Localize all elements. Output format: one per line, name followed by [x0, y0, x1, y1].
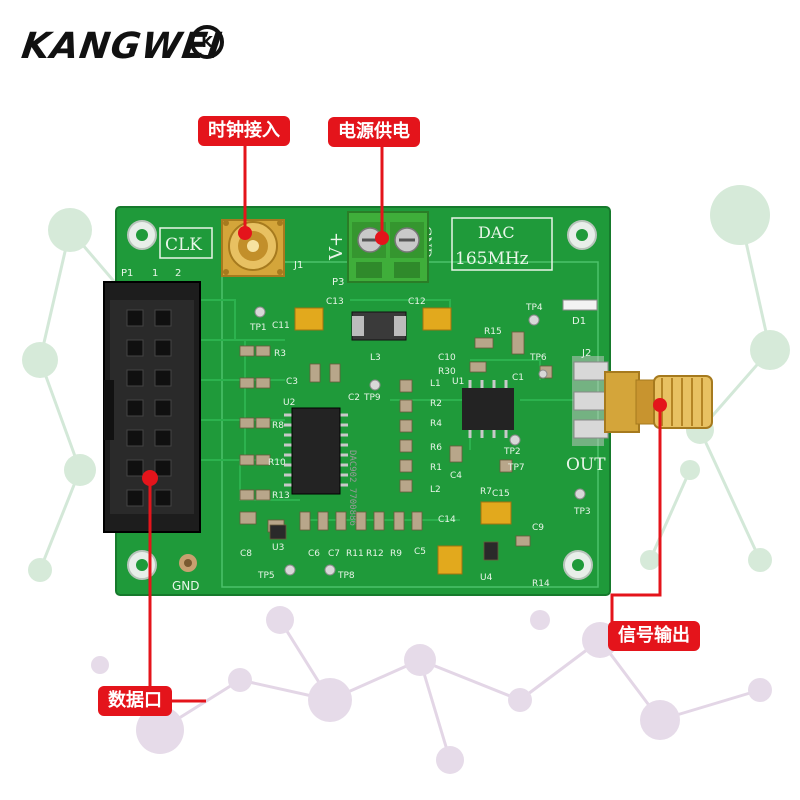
- c5-label: C5: [414, 547, 426, 557]
- tp2-label: TP2: [503, 447, 521, 457]
- callout-power-supply: 电源供电: [328, 117, 420, 147]
- r8-label: R8: [272, 421, 284, 431]
- tp3-label: TP3: [573, 507, 591, 517]
- led-d1: [562, 299, 598, 311]
- r2-label: R2: [430, 399, 442, 409]
- power-terminal-block: [347, 211, 429, 283]
- c9-label: C9: [532, 523, 544, 533]
- main-dac-chip: [284, 407, 348, 495]
- r7-label: R7: [480, 487, 492, 497]
- r11-label: R11: [346, 549, 364, 559]
- tantalum-capacitors: [294, 307, 512, 575]
- c12-label: C12: [408, 297, 426, 307]
- r12-label: R12: [366, 549, 384, 559]
- vplus-label: V+: [326, 232, 347, 261]
- p1-pin2-label: 2: [175, 268, 181, 279]
- callout-clock-input: 时钟接入: [198, 116, 290, 146]
- l2-label: L2: [430, 485, 441, 495]
- c3-label: C3: [286, 377, 298, 387]
- p3-label: P3: [332, 277, 344, 288]
- brand-badge-icon: K: [190, 25, 224, 59]
- c13-label: C13: [326, 297, 344, 307]
- test-points: [254, 306, 586, 576]
- callout-data-port: 数据口: [98, 686, 172, 716]
- tp6-label: TP6: [529, 353, 547, 363]
- r1-label: R1: [430, 463, 442, 473]
- tp4-label: TP4: [525, 303, 543, 313]
- data-port-header: [103, 281, 201, 533]
- tp8-label: TP8: [337, 571, 355, 581]
- l3-label: L3: [370, 353, 381, 363]
- output-sma-connector: [572, 356, 713, 446]
- main-chip-marking: DAC902 7700886: [347, 450, 357, 526]
- p1-label: P1: [121, 268, 133, 279]
- tp7-label: TP7: [507, 463, 525, 473]
- c11-label: C11: [272, 321, 290, 331]
- r4-label: R4: [430, 419, 442, 429]
- callout-dots: [142, 226, 667, 486]
- r9-label: R9: [390, 549, 402, 559]
- r3-label: R3: [274, 349, 286, 359]
- c15-label: C15: [492, 489, 510, 499]
- background-network-nodes: [22, 185, 790, 582]
- c14-label: C14: [438, 515, 456, 525]
- r10-label: R10: [268, 458, 286, 468]
- l1-label: L1: [430, 379, 441, 389]
- j1-label: J1: [293, 260, 303, 271]
- d1-label: D1: [572, 316, 586, 327]
- u1-label: U1: [452, 377, 464, 387]
- c8-label: C8: [240, 549, 252, 559]
- c2-label: C2: [348, 393, 360, 403]
- r6-label: R6: [430, 443, 442, 453]
- clk-label: CLK: [165, 235, 202, 255]
- p1-pin1-label: 1: [152, 268, 158, 279]
- u3-label: U3: [272, 543, 284, 553]
- c7-label: C7: [328, 549, 340, 559]
- u2-label: U2: [283, 398, 295, 408]
- c10-label: C10: [438, 353, 456, 363]
- freq-label: 165MHz: [455, 249, 529, 269]
- opamp-u1: [462, 380, 514, 438]
- callout-signal-output: 信号输出: [608, 621, 700, 651]
- j2-label: J2: [581, 348, 591, 359]
- r30-label: R30: [438, 367, 456, 377]
- r13-label: R13: [272, 491, 290, 501]
- u4-label: U4: [480, 573, 493, 583]
- c1-label: C1: [512, 373, 524, 383]
- r14-label: R14: [532, 579, 550, 589]
- clock-sma-connector: [221, 219, 285, 277]
- r15-label: R15: [484, 327, 502, 337]
- dac-label: DAC: [478, 223, 515, 242]
- c4-label: C4: [450, 471, 462, 481]
- smd-components: [239, 331, 553, 561]
- tp5-label: TP5: [257, 571, 275, 581]
- gnd-bottom-label: GND: [172, 579, 200, 593]
- tp9-label: TP9: [363, 393, 381, 403]
- out-label: OUT: [566, 455, 606, 475]
- tp1-label: TP1: [249, 323, 267, 333]
- c6-label: C6: [308, 549, 320, 559]
